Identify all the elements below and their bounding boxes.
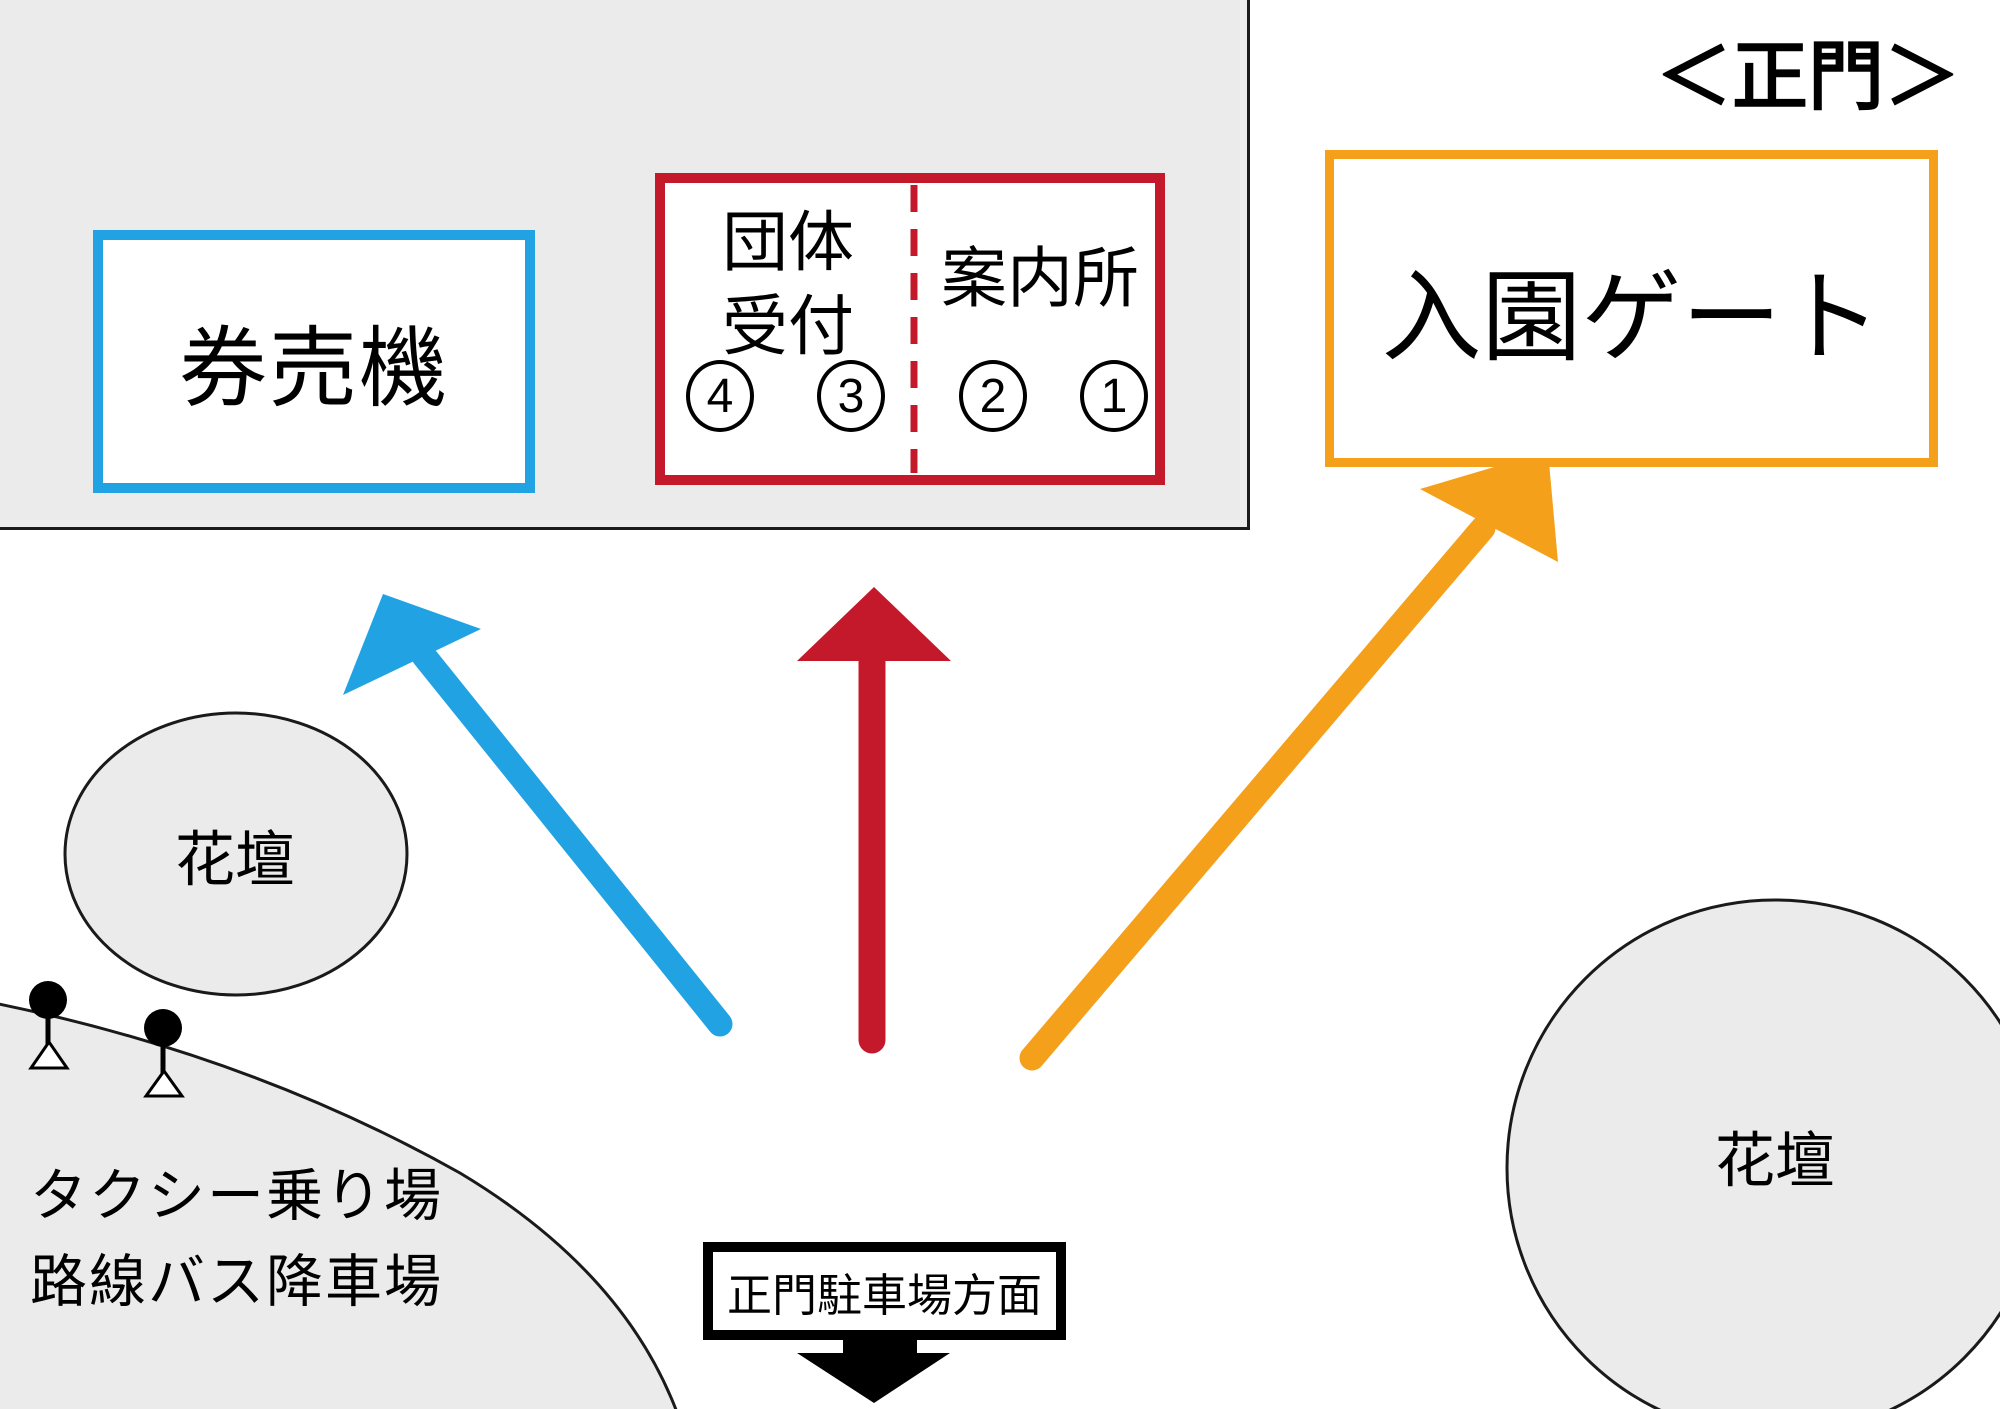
flower-bed-right bbox=[1505, 898, 2000, 1409]
ticket-machine-label: 券売機 bbox=[178, 319, 449, 418]
dashed-divider bbox=[910, 185, 918, 473]
parking-direction-label: 正門駐車場方面 bbox=[726, 1269, 1042, 1321]
window-number-badge: 3 bbox=[817, 360, 885, 432]
arrow-to-parking-icon bbox=[797, 1335, 950, 1403]
bus-dropoff-label: 路線バス降車場 bbox=[30, 1250, 443, 1314]
flower-bed-label: 花壇 bbox=[175, 826, 295, 894]
window-number: 3 bbox=[837, 369, 865, 423]
main-gate-heading: ＜正門＞ bbox=[1656, 35, 1960, 120]
arrow-to-entrance-gate bbox=[1019, 451, 1558, 1071]
window-number: 1 bbox=[1100, 369, 1128, 423]
group-reception-label: 団体 受付 bbox=[722, 205, 854, 363]
window-number: 2 bbox=[979, 369, 1007, 423]
taxi-stand-label: タクシー乗り場 bbox=[30, 1164, 443, 1228]
entrance-gate-box: 入園ゲート bbox=[1325, 150, 1938, 467]
reception-information-box: 団体 受付 案内所 4 3 2 1 bbox=[655, 173, 1165, 485]
arrow-to-ticket-machine bbox=[343, 594, 733, 1037]
window-number-badge: 2 bbox=[959, 360, 1027, 432]
bus-stop-icon bbox=[143, 1009, 185, 1098]
information-desk-label: 案内所 bbox=[941, 241, 1139, 315]
flower-bed-left bbox=[63, 711, 409, 997]
flower-bed-label: 花壇 bbox=[1715, 1127, 1835, 1195]
parking-direction-sign: 正門駐車場方面 bbox=[703, 1242, 1066, 1340]
arrow-to-reception bbox=[797, 587, 951, 1054]
window-number-badge: 4 bbox=[686, 360, 754, 432]
entrance-gate-label: 入園ゲート bbox=[1381, 262, 1882, 374]
bus-stop-icon bbox=[28, 981, 70, 1070]
window-number-badge: 1 bbox=[1080, 360, 1148, 432]
ticket-machine-box: 券売機 bbox=[93, 230, 535, 493]
taxi-bus-area bbox=[0, 1002, 678, 1409]
window-number: 4 bbox=[706, 369, 734, 423]
